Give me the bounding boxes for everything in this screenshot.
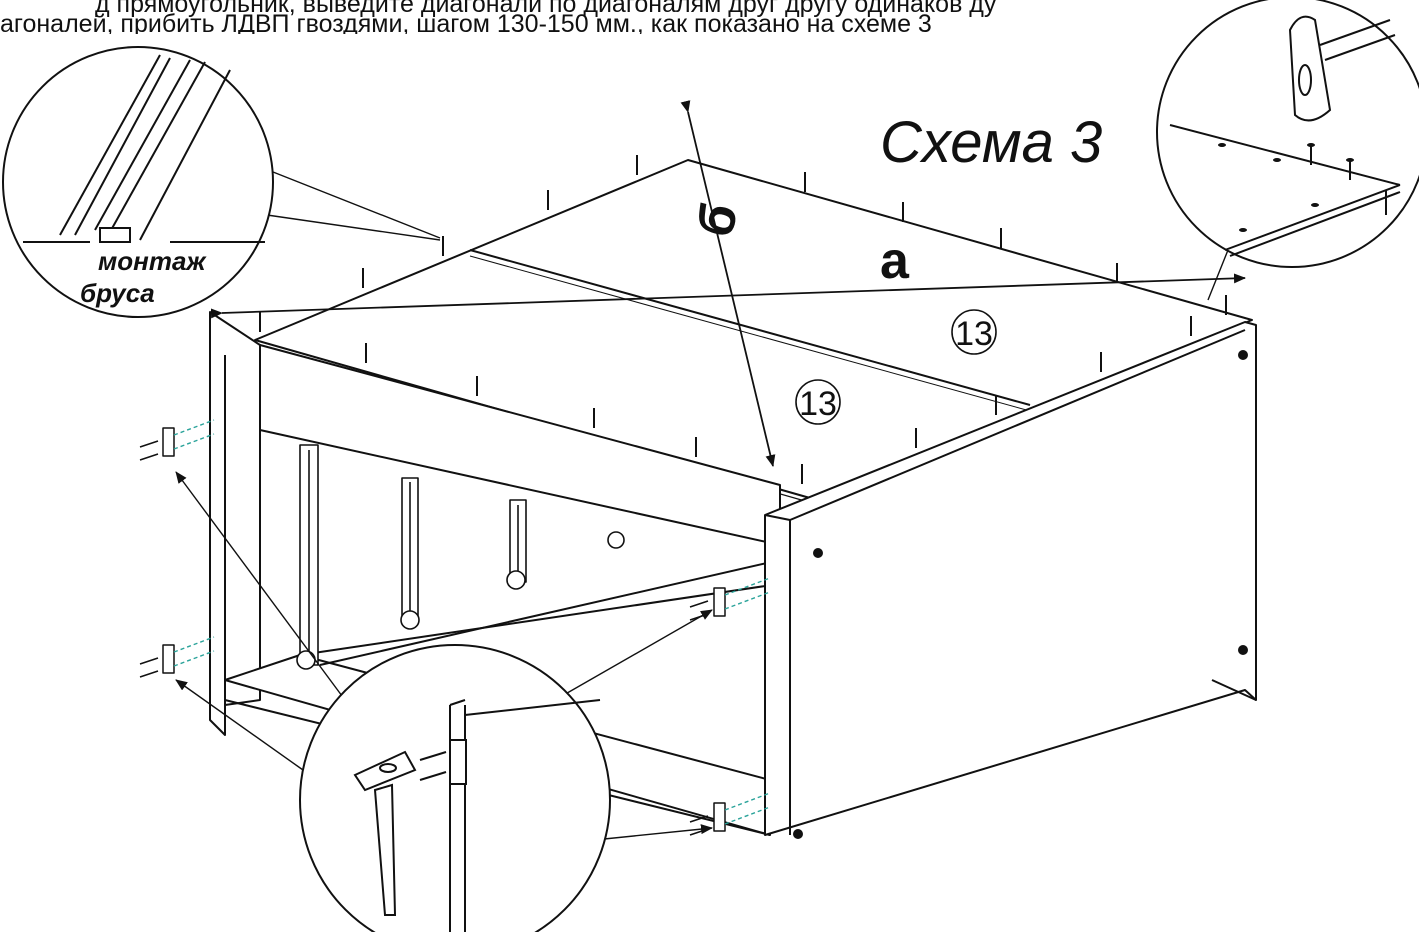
panel-right-number: 13	[955, 315, 993, 353]
instruction-line-1: д прямоугольник, выведите диагонали по д…	[95, 0, 997, 18]
callout-beam-mounting	[2, 46, 274, 318]
panel-13-right: 13	[951, 309, 997, 355]
instruction-line-2: агоналей, прибить ЛДВП гвоздями, шагом 1…	[0, 10, 932, 34]
drawer-runners	[296, 444, 625, 670]
diagonal-b-arrow	[680, 100, 776, 467]
dowel-guides	[173, 419, 771, 825]
callout-nailing-detail	[1156, 0, 1419, 268]
callout-text-line-1: монтаж	[98, 246, 207, 276]
instruction-text: д прямоугольник, выведите диагонали по д…	[0, 0, 1419, 34]
diagonal-a-label: а	[880, 232, 910, 290]
callout-bracket-detail	[299, 644, 611, 932]
diagram-title: Схема 3	[880, 110, 1102, 175]
callout-text-line-2: бруса	[80, 278, 155, 308]
panel-left-number: 13	[799, 385, 837, 423]
panel-13-left: 13	[795, 379, 841, 425]
